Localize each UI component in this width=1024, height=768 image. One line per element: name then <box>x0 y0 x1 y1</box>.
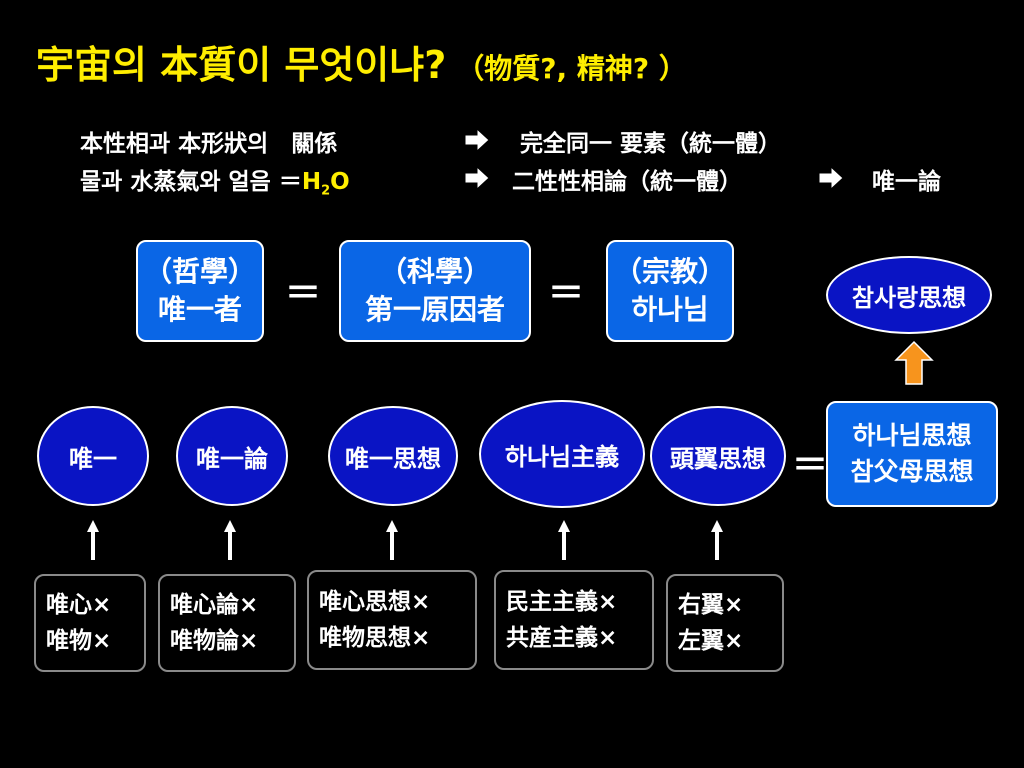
true-love-thought-ellipse: 참사랑思想 <box>826 256 992 334</box>
religion-label: （宗教） <box>613 255 726 288</box>
box-line: 左翼× <box>678 628 744 654</box>
democracy-communism-box: 民主主義× 共産主義× <box>494 570 654 670</box>
ellipse-godism: 하나님主義 <box>479 400 645 508</box>
line1-left: 本性相과 本形狀의 關係 <box>80 131 338 157</box>
ellipse-unification-thought: 唯一思想 <box>328 406 458 506</box>
line2-right: 唯一論 <box>872 169 941 195</box>
title-main: 宇宙의 本質이 무엇이냐? <box>36 43 447 87</box>
idealism-materialism-theory-box: 唯心論× 唯物論× <box>158 574 296 672</box>
science-box: （科學） 第一原因者 <box>339 240 531 342</box>
box-line: 唯物× <box>46 628 112 654</box>
h2o-formula: H2O <box>301 169 350 199</box>
up-arrow-icon <box>558 520 570 560</box>
science-label: （科學） <box>378 255 491 288</box>
right-left-wing-box: 右翼× 左翼× <box>666 574 784 672</box>
equals-sign: ＝ <box>792 445 829 486</box>
line1-right: 完全同一 要素（統一體） <box>520 131 782 157</box>
h2o-o: O <box>330 169 350 195</box>
idealism-materialism-thought-box: 唯心思想× 唯物思想× <box>307 570 477 670</box>
page-title: 宇宙의 本質이 무엇이냐? （物質?, 精神? ） <box>36 34 687 89</box>
h2o-subscript: 2 <box>321 183 331 199</box>
box-line: 唯物論× <box>170 628 259 654</box>
h2o-h: H <box>301 169 322 195</box>
ellipse-headwing-thought: 頭翼思想 <box>650 406 786 506</box>
science-term: 第一原因者 <box>364 293 505 326</box>
up-arrow-icon <box>386 520 398 560</box>
box-line: 民主主義× <box>506 589 618 615</box>
god-thought-box: 하나님思想 참父母思想 <box>826 401 998 507</box>
true-parents-thought: 참父母思想 <box>850 457 974 486</box>
line2-mid: 二性性相論（統一體） <box>512 169 742 195</box>
philosophy-box: （哲學） 唯一者 <box>136 240 264 342</box>
line2-left-text: 물과 水蒸氣와 얼음 ＝ <box>80 169 302 195</box>
up-arrow-icon <box>87 520 99 560</box>
equals-sign: ＝ <box>285 273 322 314</box>
ellipse-unification: 唯一 <box>37 406 149 506</box>
title-sub: （物質?, 精神? ） <box>456 52 687 85</box>
philosophy-term: 唯一者 <box>157 293 242 326</box>
box-line: 唯物思想× <box>319 625 431 651</box>
right-arrow-icon <box>464 166 490 190</box>
god-thought: 하나님思想 <box>852 421 972 450</box>
equals-sign: ＝ <box>548 273 585 314</box>
philosophy-label: （哲學） <box>143 255 256 288</box>
ellipse-unification-theory: 唯一論 <box>176 406 288 506</box>
line2-left: 물과 水蒸氣와 얼음 ＝H2O <box>80 162 350 199</box>
box-line: 唯心思想× <box>319 589 431 615</box>
idealism-materialism-box: 唯心× 唯物× <box>34 574 146 672</box>
up-arrow-icon <box>894 340 934 385</box>
religion-term: 하나님 <box>631 293 709 326</box>
box-line: 唯心× <box>46 592 112 618</box>
box-line: 唯心論× <box>170 592 259 618</box>
religion-box: （宗教） 하나님 <box>606 240 734 342</box>
up-arrow-icon <box>224 520 236 560</box>
box-line: 右翼× <box>678 592 744 618</box>
box-line: 共産主義× <box>506 625 618 651</box>
right-arrow-icon <box>464 128 490 152</box>
right-arrow-icon <box>818 166 844 190</box>
up-arrow-icon <box>711 520 723 560</box>
